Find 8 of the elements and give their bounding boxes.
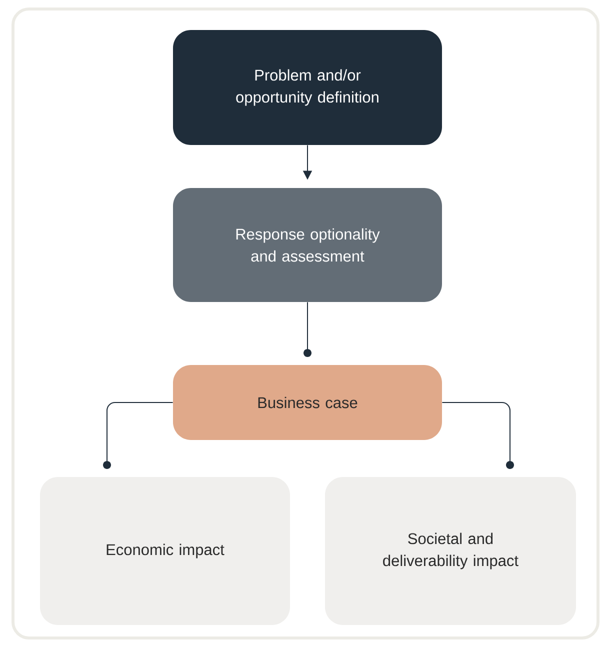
- connector: [304, 302, 312, 357]
- process-box: Societal and deliverability impact: [325, 477, 576, 625]
- process-box: Response optionality and assessment: [173, 188, 442, 302]
- process-box: Economic impact: [40, 477, 290, 625]
- connector: [442, 402, 514, 469]
- process-box: Business case: [173, 365, 442, 440]
- process-box: Problem and/or opportunity definition: [173, 30, 442, 145]
- connector: [103, 402, 174, 469]
